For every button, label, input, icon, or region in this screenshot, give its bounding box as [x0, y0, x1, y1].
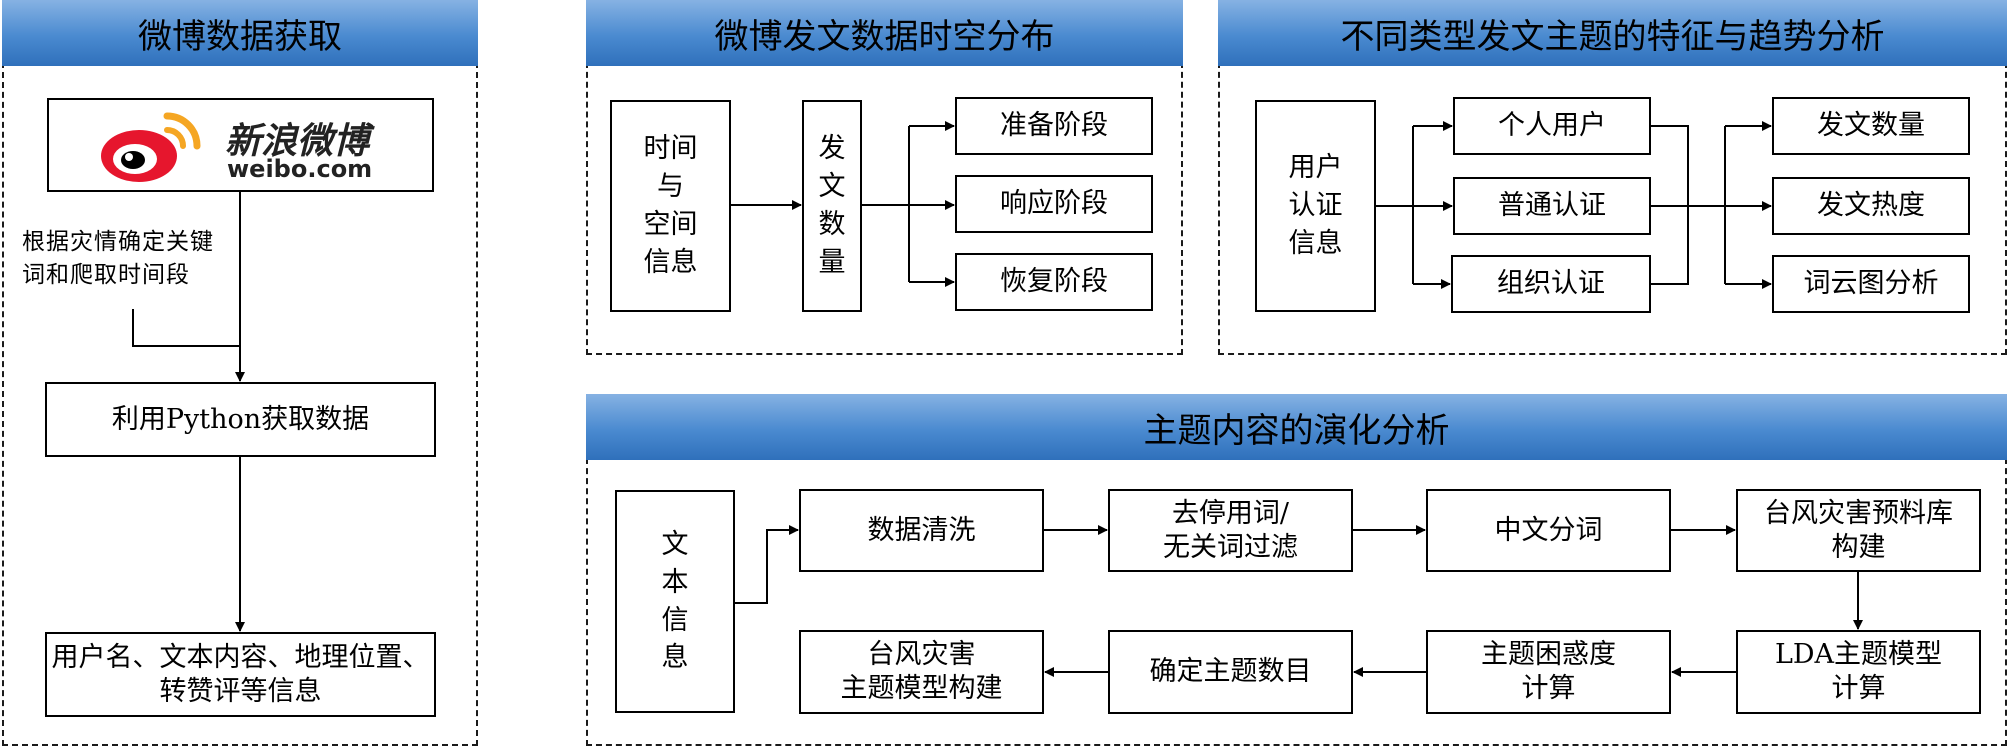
output-line: 用户名、文本内容、地理位置、 [51, 641, 430, 673]
post-count-box: 发 文 数 量 [802, 100, 862, 312]
banner-spatiotemporal: 微博发文数据时空分布 [586, 0, 1183, 66]
stage-response: 响应阶段 [955, 175, 1153, 233]
step-chinese-segmentation: 中文分词 [1426, 489, 1671, 572]
step-data-cleaning: 数据清洗 [799, 489, 1044, 572]
logo-brand-cn: 新浪微博 [225, 121, 370, 162]
user-auth-info-box: 用户 认证 信息 [1255, 100, 1376, 312]
step-typhoon-corpus: 台风灾害预料库 构建 [1736, 489, 1981, 572]
metric-word-cloud: 词云图分析 [1772, 255, 1970, 313]
output-fields-box: 用户名、文本内容、地理位置、 转赞评等信息 [45, 632, 436, 717]
banner-topic-evolution: 主题内容的演化分析 [586, 394, 2007, 460]
step-typhoon-topic-model: 台风灾害 主题模型构建 [799, 630, 1044, 714]
note-line: 词和爬取时间段 [22, 262, 190, 289]
type-regular-verified: 普通认证 [1453, 177, 1651, 235]
stage-preparation: 准备阶段 [955, 97, 1153, 155]
stage-recovery: 恢复阶段 [955, 253, 1153, 311]
logo-brand-en: weibo.com [227, 155, 373, 183]
note-line: 根据灾情确定关键 [22, 229, 214, 255]
metric-post-popularity: 发文热度 [1772, 177, 1970, 235]
weibo-eye-logo-icon [101, 112, 201, 182]
weibo-logo-box: 新浪微博 weibo.com [47, 98, 434, 192]
step-stopword-filter: 去停用词/ 无关词过滤 [1108, 489, 1353, 572]
banner-user-types: 不同类型发文主题的特征与趋势分析 [1218, 0, 2007, 66]
keyword-note: 根据灾情确定关键 词和爬取时间段 [22, 226, 214, 293]
banner-title: 微博发文数据时空分布 [714, 16, 1055, 57]
type-organization-verified: 组织认证 [1451, 255, 1651, 313]
banner-title: 微博数据获取 [138, 16, 342, 57]
type-personal-user: 个人用户 [1453, 97, 1651, 155]
text-info-box: 文 本 信 息 [615, 490, 735, 713]
step-python-crawl: 利用Python获取数据 [45, 382, 436, 457]
step-lda-model: LDA主题模型 计算 [1736, 630, 1981, 714]
metric-post-count: 发文数量 [1772, 97, 1970, 155]
banner-title: 主题内容的演化分析 [1143, 410, 1450, 451]
output-line: 转赞评等信息 [159, 675, 322, 707]
step-topic-number: 确定主题数目 [1108, 630, 1353, 714]
step-perplexity: 主题困惑度 计算 [1426, 630, 1671, 714]
time-space-info-box: 时间 与 空间 信息 [610, 100, 731, 312]
banner-data-acquisition: 微博数据获取 [2, 0, 478, 66]
banner-title: 不同类型发文主题的特征与趋势分析 [1340, 16, 1885, 57]
